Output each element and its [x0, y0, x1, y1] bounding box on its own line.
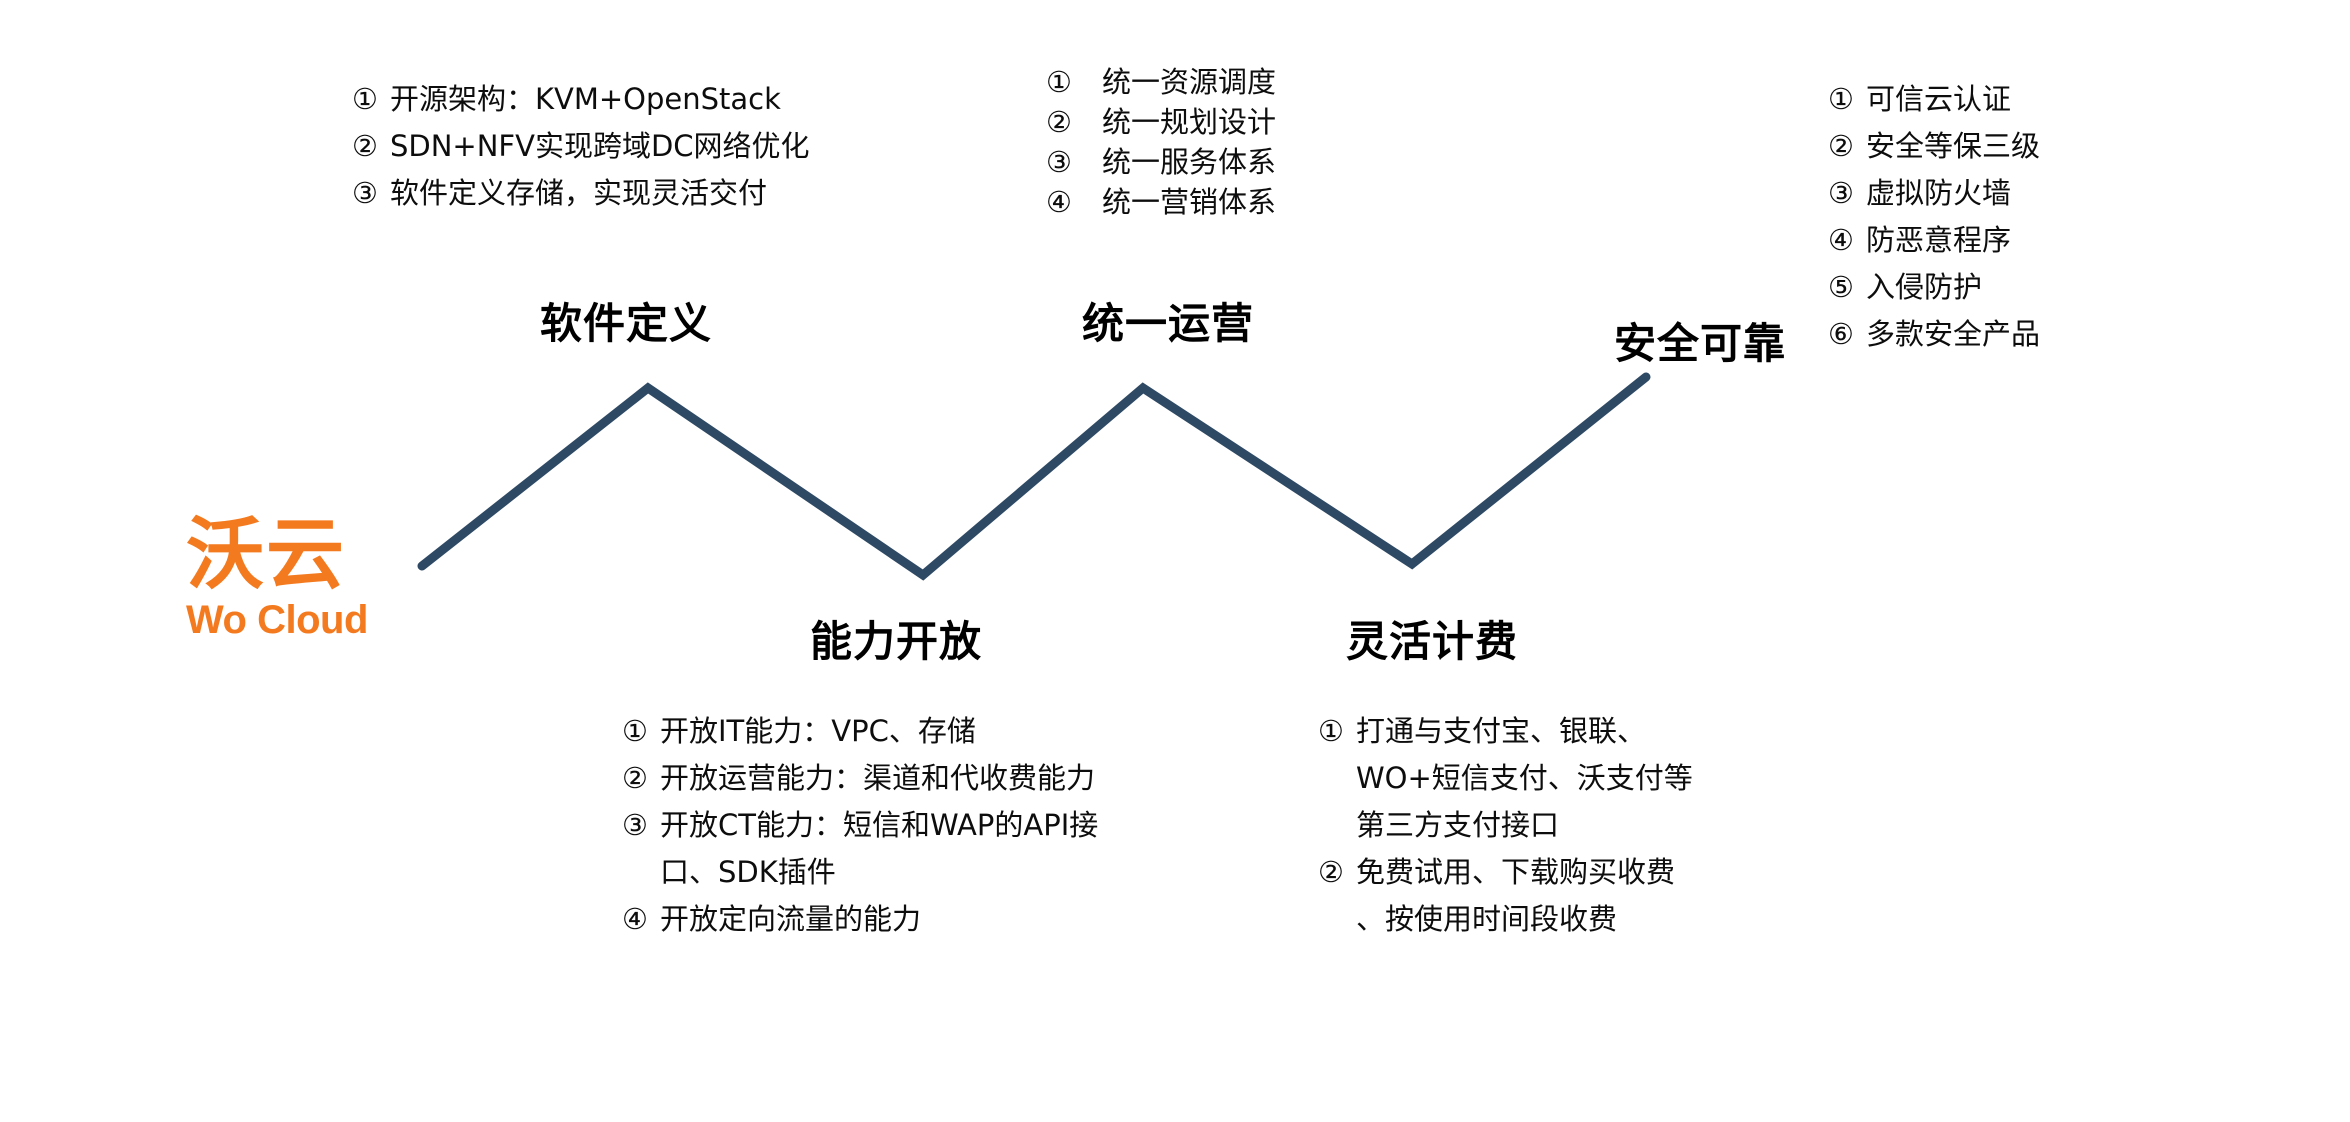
heading-capability-open: 能力开放 — [810, 617, 983, 666]
list-item: ④ 开放定向流量的能力 — [622, 896, 1098, 943]
list-item-text: 多款安全产品 — [1866, 316, 2041, 351]
list-marker: ② — [352, 128, 378, 163]
list-item: ④ 统一营销体系 — [1046, 182, 1276, 222]
list-item: ③ 虚拟防火墙 — [1828, 170, 2040, 217]
list-item: 口、SDK插件 — [622, 849, 1098, 896]
list-item-text: 虚拟防火墙 — [1866, 175, 2012, 210]
list-marker: ① — [622, 714, 648, 748]
list-marker: ① — [1046, 65, 1072, 99]
logo-english-text: Wo Cloud — [186, 598, 368, 642]
list-item-text: 口、SDK插件 — [660, 854, 836, 889]
list-marker: ⑤ — [1828, 269, 1854, 304]
list-marker: ③ — [1828, 175, 1854, 210]
list-item: ③ 统一服务体系 — [1046, 142, 1276, 182]
list-item-text: 防恶意程序 — [1866, 222, 2012, 257]
list-item: ④ 防恶意程序 — [1828, 217, 2040, 264]
list-marker: ③ — [1046, 145, 1072, 180]
list-marker: ④ — [622, 901, 648, 936]
heading-flexible-billing: 灵活计费 — [1346, 617, 1519, 666]
list-item-text: 开放定向流量的能力 — [660, 901, 922, 936]
heading-secure-reliable: 安全可靠 — [1614, 319, 1787, 368]
list-item-text: 打通与支付宝、银联、 — [1356, 714, 1647, 748]
list-item: ③ 软件定义存储，实现灵活交付 — [352, 170, 810, 217]
list-item: 第三方支付接口 — [1318, 802, 1693, 849]
list-marker: ① — [1318, 714, 1344, 748]
list-item: ① 可信云认证 — [1828, 76, 2040, 123]
wo-cloud-logo: 沃云 Wo Cloud — [186, 516, 396, 640]
list-item: 、按使用时间段收费 — [1318, 896, 1693, 943]
list-marker: ① — [1828, 82, 1854, 116]
list-item-text: 统一资源调度 — [1102, 65, 1277, 99]
list-capability-open: ① 开放IT能力：VPC、存储 ② 开放运营能力：渠道和代收费能力 ③ 开放CT能力：短信… — [622, 708, 1098, 943]
list-item-text: 免费试用、下载购买收费 — [1356, 854, 1676, 889]
list-marker: ④ — [1828, 222, 1854, 257]
list-item-text: 、按使用时间段收费 — [1356, 901, 1618, 936]
list-item: ① 打通与支付宝、银联、 — [1318, 708, 1693, 755]
list-item: ② 开放运营能力：渠道和代收费能力 — [622, 755, 1098, 802]
heading-software-defined: 软件定义 — [540, 299, 713, 348]
list-item: ⑥ 多款安全产品 — [1828, 311, 2040, 358]
list-item: ① 开源架构：KVM+OpenStack — [352, 76, 810, 123]
list-marker: ② — [1318, 854, 1344, 889]
list-item-text: 入侵防护 — [1866, 269, 1983, 304]
list-item: WO+短信支付、沃支付等 — [1318, 755, 1693, 802]
list-item-text: 开放IT能力：VPC、存储 — [660, 714, 976, 748]
list-marker: ⑥ — [1828, 316, 1854, 351]
list-marker: ② — [1828, 128, 1854, 163]
list-marker: ③ — [352, 175, 378, 210]
list-marker: ③ — [622, 807, 648, 842]
heading-unified-operation: 统一运营 — [1082, 299, 1255, 348]
list-item: ② 安全等保三级 — [1828, 123, 2040, 170]
list-item: ⑤ 入侵防护 — [1828, 264, 2040, 311]
list-item-text: 可信云认证 — [1866, 82, 2012, 116]
list-item: ② SDN+NFV实现跨域DC网络优化 — [352, 123, 810, 170]
list-item-text: 统一服务体系 — [1102, 145, 1277, 180]
list-secure-reliable: ① 可信云认证 ② 安全等保三级 ③ 虚拟防火墙 ④ 防恶意程序 ⑤ 入侵防护 ⑥ 多款安全产品 — [1828, 76, 2040, 358]
list-item-text: 统一营销体系 — [1102, 185, 1277, 220]
list-item-text: 软件定义存储，实现灵活交付 — [390, 175, 768, 210]
list-marker: ② — [1046, 105, 1072, 140]
list-item-text: 开源架构：KVM+OpenStack — [390, 82, 781, 116]
zigzag-path — [417, 372, 1651, 581]
list-marker: ④ — [1046, 185, 1072, 220]
list-marker: ① — [352, 82, 378, 116]
logo-chinese-text: 沃云 — [186, 510, 347, 600]
list-item-text: SDN+NFV实现跨域DC网络优化 — [390, 128, 810, 163]
list-item: ③ 开放CT能力：短信和WAP的API接 — [622, 802, 1098, 849]
list-item: ② 免费试用、下载购买收费 — [1318, 849, 1693, 896]
list-flexible-billing: ① 打通与支付宝、银联、 WO+短信支付、沃支付等第三方支付接口 ② 免费试用、下载购买… — [1318, 708, 1693, 943]
list-software-defined: ① 开源架构：KVM+OpenStack ② SDN+NFV实现跨域DC网络优化 ③ 软件… — [352, 76, 810, 217]
list-item: ① 开放IT能力：VPC、存储 — [622, 708, 1098, 755]
list-item-text: WO+短信支付、沃支付等 — [1356, 760, 1693, 795]
list-item: ① 统一资源调度 — [1046, 62, 1276, 102]
list-item-text: 安全等保三级 — [1866, 128, 2041, 163]
list-item-text: 开放CT能力：短信和WAP的API接 — [660, 807, 1099, 842]
list-item-text: 第三方支付接口 — [1356, 807, 1560, 842]
list-item-text: 开放运营能力：渠道和代收费能力 — [660, 760, 1096, 795]
list-item: ② 统一规划设计 — [1046, 102, 1276, 142]
list-item-text: 统一规划设计 — [1102, 105, 1277, 140]
list-unified-operation: ① 统一资源调度 ② 统一规划设计 ③ 统一服务体系 ④ 统一营销体系 — [1046, 62, 1276, 222]
list-marker: ② — [622, 760, 648, 795]
